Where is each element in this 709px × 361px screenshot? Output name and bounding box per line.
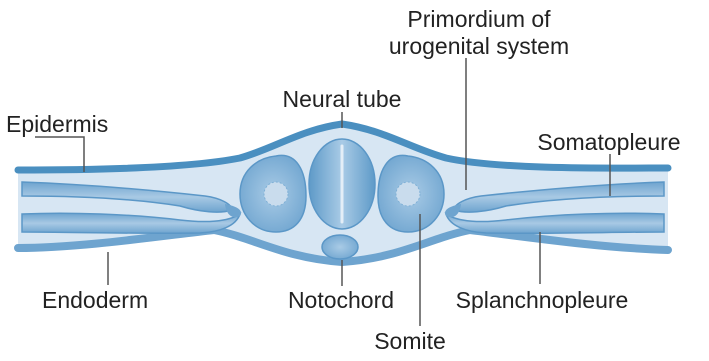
label-endoderm: Endoderm — [42, 287, 148, 313]
notochord — [322, 235, 358, 259]
label-primordium-line2: urogenital system — [389, 33, 569, 59]
label-somatopleure: Somatopleure — [537, 129, 680, 155]
label-primordium-line1: Primordium of — [407, 6, 551, 32]
label-somite: Somite — [374, 328, 446, 354]
right-somite-core — [396, 182, 420, 206]
label-splanchnopleure: Splanchnopleure — [456, 287, 629, 313]
label-epidermis: Epidermis — [6, 111, 108, 137]
left-somite-core — [264, 182, 288, 206]
label-neural-tube: Neural tube — [283, 86, 402, 112]
label-notochord: Notochord — [288, 287, 394, 313]
